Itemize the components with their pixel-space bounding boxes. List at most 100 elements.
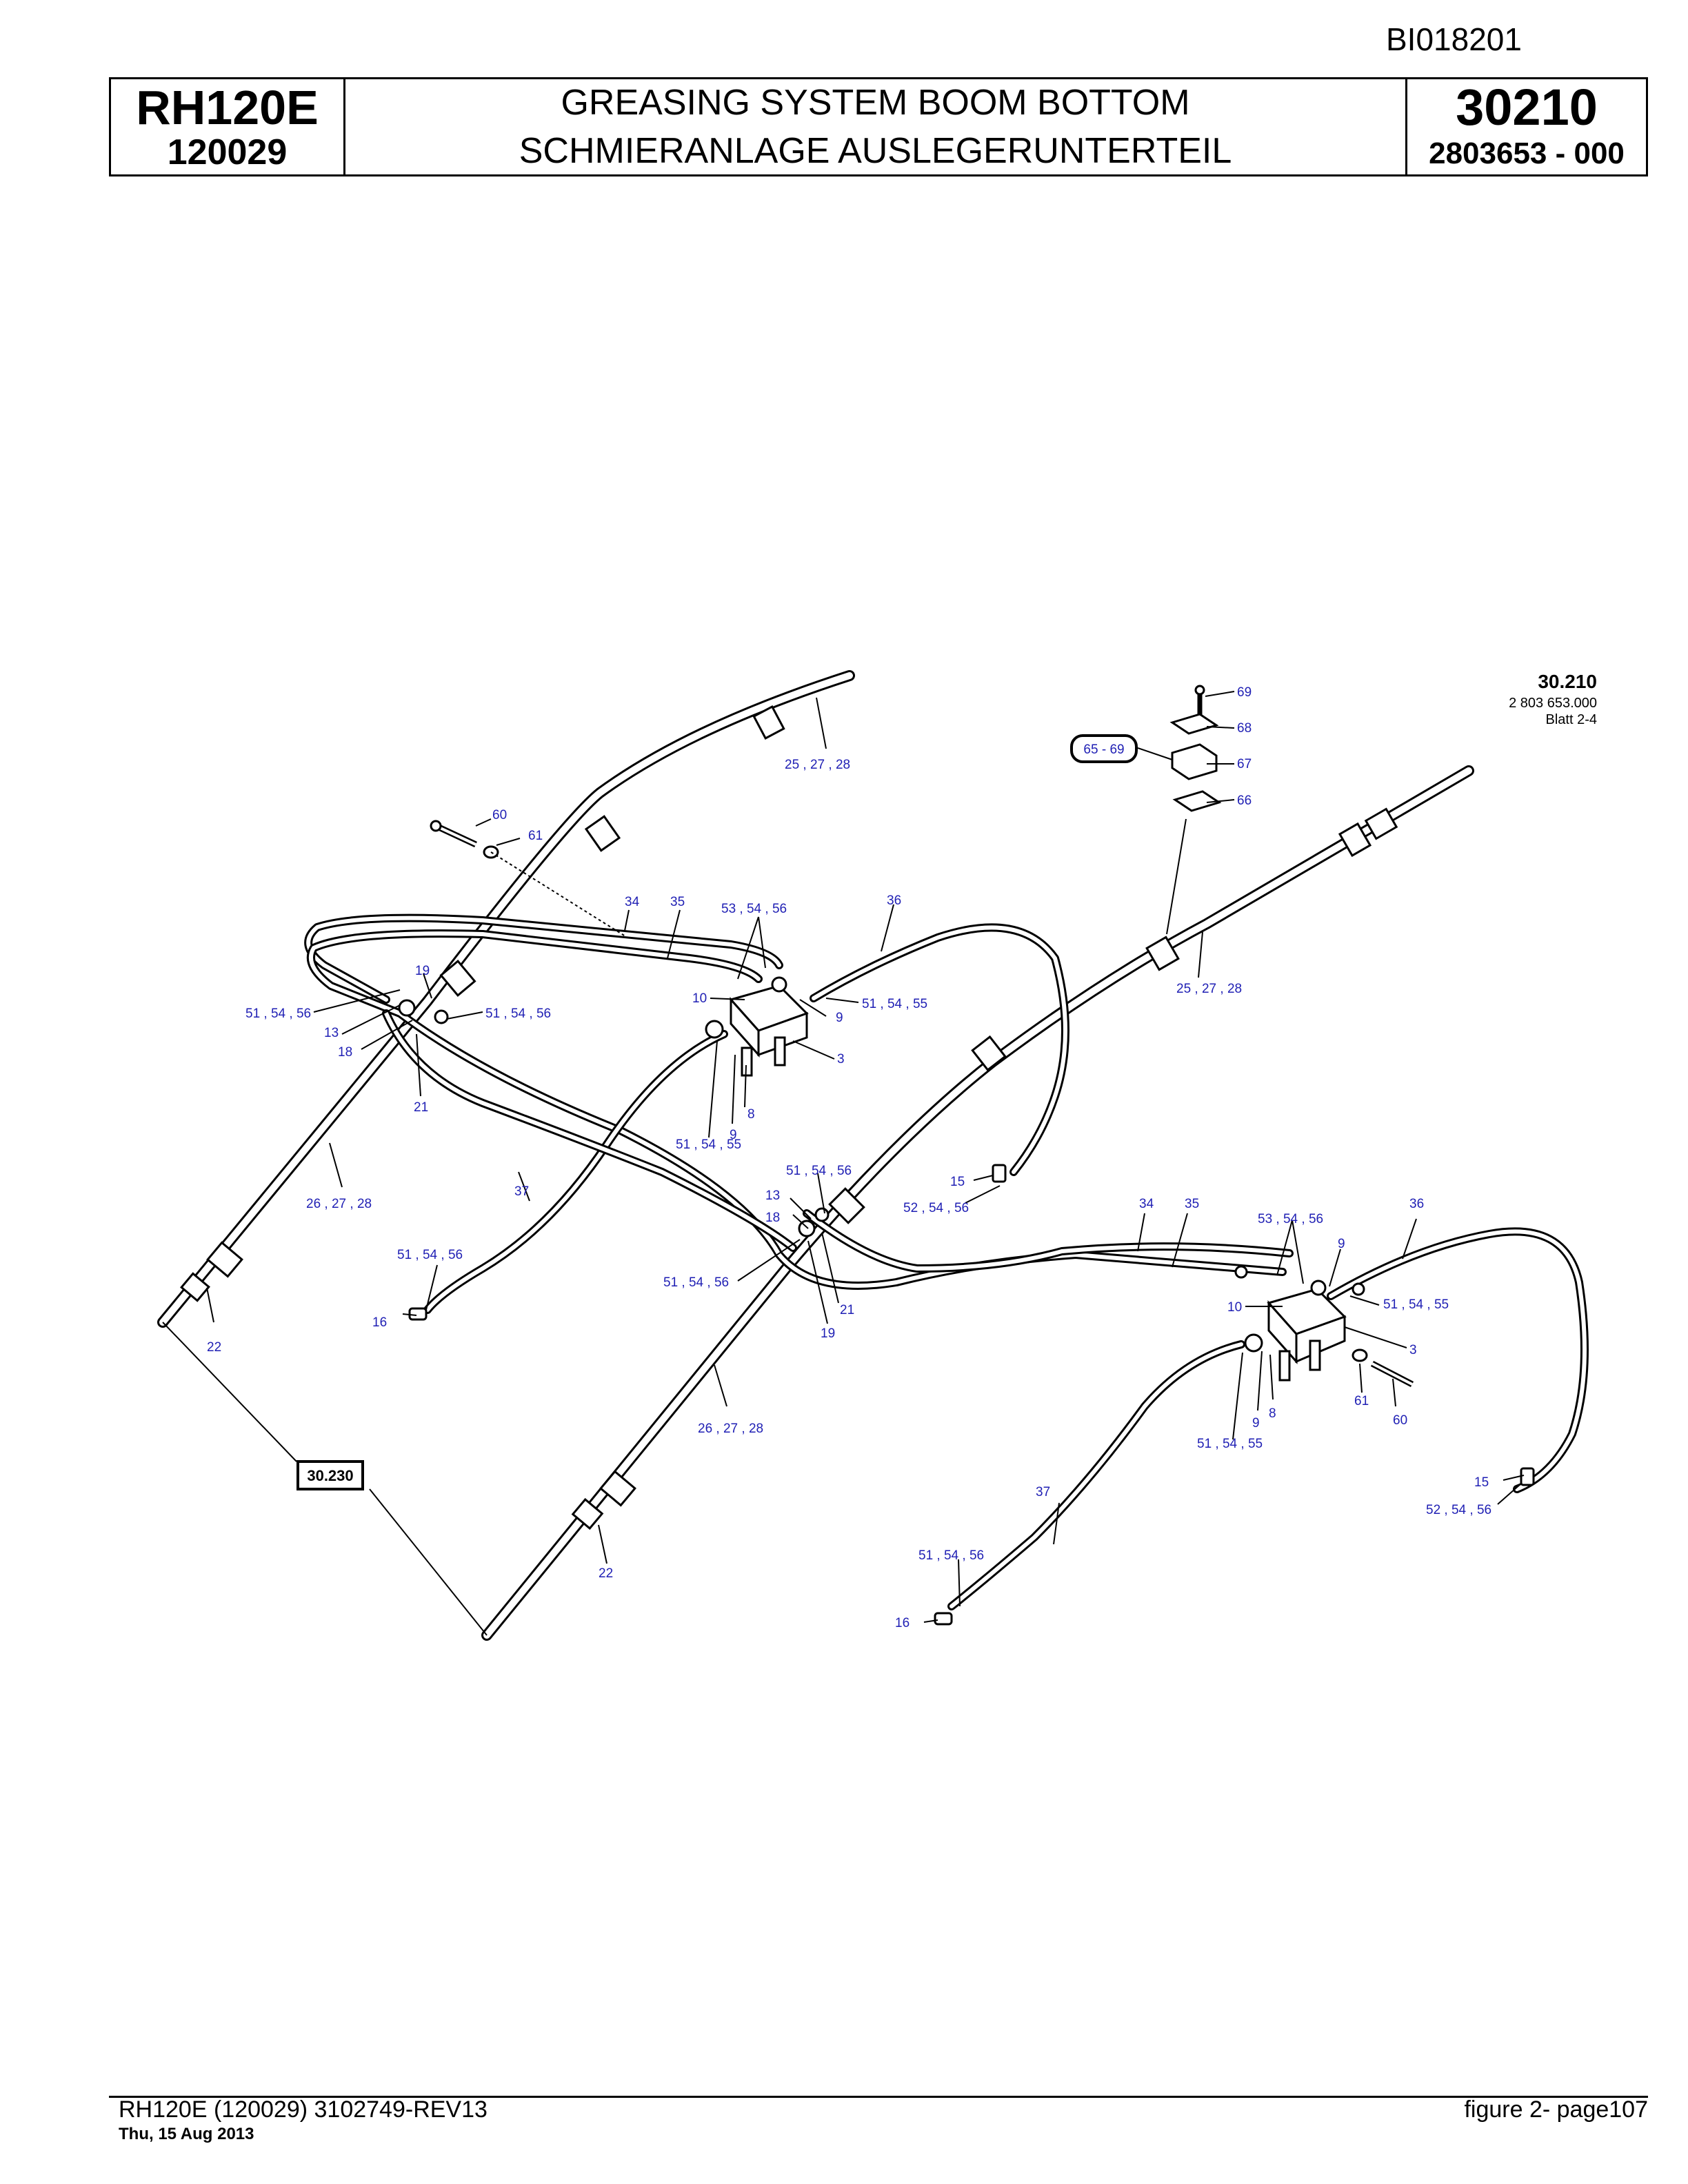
callout: 25 , 27 , 28 xyxy=(785,758,850,772)
reference-code: 30.210 xyxy=(1538,671,1597,692)
hose-36-lower xyxy=(1327,1227,1589,1493)
distributor-block-lower xyxy=(1244,1280,1347,1382)
bolt-60-lower xyxy=(1352,1348,1414,1387)
callout: 61 xyxy=(528,829,543,843)
kit-callout[interactable]: 65 - 69 xyxy=(1070,734,1138,763)
footer-document: RH120E (120029) 3102749-REV13 xyxy=(119,2096,488,2123)
callout: 69 xyxy=(1237,685,1252,700)
callout: 53 , 54 , 56 xyxy=(721,902,787,916)
reference-block: 30.210 2 803 653.000 Blatt 2-4 xyxy=(1509,671,1597,727)
callout: 15 xyxy=(950,1175,965,1189)
callout: 9 xyxy=(1338,1237,1345,1251)
footer-page: figure 2- page107 xyxy=(1464,2096,1648,2123)
callout: 51 , 54 , 56 xyxy=(485,1007,551,1021)
hose-37-lower xyxy=(947,1340,1245,1610)
hose-36-upper xyxy=(810,923,1069,1176)
callout: 18 xyxy=(338,1045,352,1060)
model-cell: RH120E 120029 xyxy=(111,79,345,174)
callout: 51 , 54 , 56 xyxy=(397,1248,463,1262)
upper-boom-pipe xyxy=(157,670,855,1328)
fittings xyxy=(398,999,1535,1626)
callout: 22 xyxy=(207,1340,221,1355)
callout: 22 xyxy=(599,1566,613,1581)
callout: 35 xyxy=(1185,1197,1199,1211)
footer-divider xyxy=(109,2096,1648,2098)
pipe-clamps-right xyxy=(571,807,1398,1530)
callout: 9 xyxy=(836,1011,843,1025)
leader-lines xyxy=(162,691,1525,1636)
callout: 34 xyxy=(1139,1197,1154,1211)
callout: 60 xyxy=(492,808,507,822)
ref-box-label: 30.230 xyxy=(307,1467,353,1484)
title-english: GREASING SYSTEM BOOM BOTTOM xyxy=(561,83,1190,123)
callout: 51 , 54 , 56 xyxy=(786,1164,852,1178)
callout: 36 xyxy=(1409,1197,1424,1211)
reference-number: 2 803 653.000 xyxy=(1509,696,1597,711)
callout-labels: 69 68 67 66 25 , 27 , 28 60 61 34 35 53 … xyxy=(207,685,1491,1630)
callout: 66 xyxy=(1237,793,1252,808)
callout: 52 , 54 , 56 xyxy=(1426,1503,1491,1517)
hose-37-upper xyxy=(423,1030,728,1314)
callout: 13 xyxy=(765,1189,780,1203)
callout: 9 xyxy=(730,1128,737,1142)
part-number: 2803653 - 000 xyxy=(1429,136,1625,170)
callout: 9 xyxy=(1252,1416,1260,1430)
callout: 51 , 54 , 56 xyxy=(663,1275,729,1290)
clamp-kit xyxy=(1166,685,1222,935)
group-cell: 30210 2803653 - 000 xyxy=(1407,79,1646,174)
document-id: BI018201 xyxy=(1386,21,1522,57)
callout: 35 xyxy=(670,895,685,909)
callout: 3 xyxy=(837,1052,845,1066)
callout: 51 , 54 , 55 xyxy=(676,1138,741,1152)
callout: 51 , 54 , 55 xyxy=(862,997,927,1011)
upper-hoses xyxy=(304,913,1287,1290)
callout: 52 , 54 , 56 xyxy=(903,1201,969,1215)
callout: 19 xyxy=(415,964,430,978)
callout: 16 xyxy=(372,1315,387,1330)
pipe-clamps-upper xyxy=(180,705,785,1302)
callout: 21 xyxy=(840,1303,854,1317)
callout: 51 , 54 , 55 xyxy=(1197,1437,1263,1451)
callout: 18 xyxy=(765,1211,780,1225)
model-name: RH120E xyxy=(136,81,319,134)
callout: 61 xyxy=(1354,1394,1369,1408)
lower-hoses xyxy=(803,1209,1294,1273)
callout: 53 , 54 , 56 xyxy=(1258,1212,1323,1226)
callout: 51 , 54 , 56 xyxy=(245,1007,311,1021)
reference-sheet: Blatt 2-4 xyxy=(1546,712,1597,727)
title-block: RH120E 120029 GREASING SYSTEM BOOM BOTTO… xyxy=(109,77,1648,176)
callout: 25 , 27 , 28 xyxy=(1176,982,1242,996)
callout: 10 xyxy=(692,991,707,1006)
title-german: SCHMIERANLAGE AUSLEGERUNTERTEIL xyxy=(519,131,1232,171)
callout: 34 xyxy=(625,895,640,909)
callout: 26 , 27 , 28 xyxy=(698,1422,763,1436)
distributor-block-upper xyxy=(705,976,809,1077)
callout: 36 xyxy=(887,893,901,908)
callout: 10 xyxy=(1227,1300,1242,1315)
callout: 51 , 54 , 56 xyxy=(918,1548,984,1563)
callout: 19 xyxy=(821,1326,835,1341)
bolt-60-upper xyxy=(430,820,628,938)
callout: 15 xyxy=(1474,1475,1489,1490)
callout: 3 xyxy=(1409,1343,1417,1357)
callout: 8 xyxy=(1269,1406,1276,1421)
callout: 67 xyxy=(1237,757,1252,771)
callout: 8 xyxy=(747,1107,755,1122)
footer-date: Thu, 15 Aug 2013 xyxy=(119,2125,254,2143)
callout: 60 xyxy=(1393,1413,1407,1428)
callout: 51 , 54 , 55 xyxy=(1383,1297,1449,1312)
callout: 37 xyxy=(514,1184,529,1199)
group-number: 30210 xyxy=(1456,79,1598,136)
callout: 68 xyxy=(1237,721,1252,736)
crossing-hoses xyxy=(382,1009,797,1252)
callout: 26 , 27 , 28 xyxy=(306,1197,372,1211)
title-cell: GREASING SYSTEM BOOM BOTTOM SCHMIERANLAG… xyxy=(345,79,1407,174)
callout: 13 xyxy=(324,1026,339,1040)
callout: 21 xyxy=(414,1100,428,1115)
callout: 16 xyxy=(895,1616,910,1630)
ref-box-30-230[interactable]: 30.230 xyxy=(297,1460,364,1490)
kit-label: 65 - 69 xyxy=(1083,742,1124,757)
serial-number: 120029 xyxy=(167,132,288,172)
callout: 37 xyxy=(1036,1485,1050,1499)
